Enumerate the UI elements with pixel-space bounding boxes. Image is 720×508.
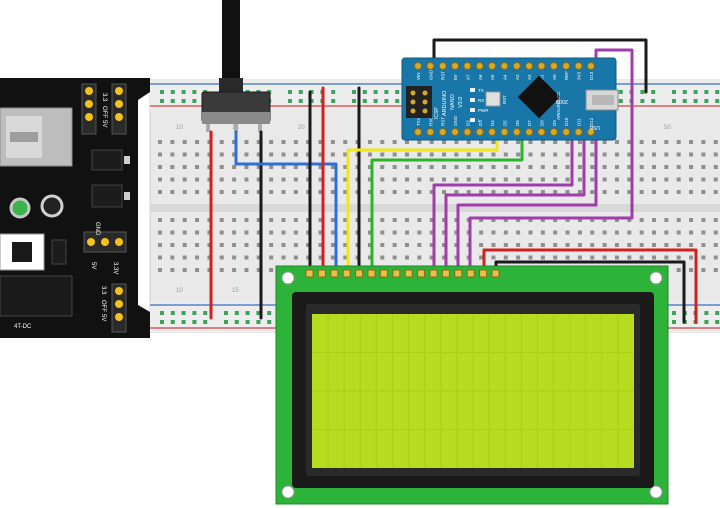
plug-label: 4T-DC — [14, 324, 32, 330]
nano-top-pin-label: 5V — [453, 74, 458, 80]
5v-label: 5V — [101, 120, 107, 127]
volt-top-label: 3.3 — [101, 93, 107, 102]
cc-mark: ARDUINO.CC — [556, 91, 561, 120]
nano-bottom-pin-label: D3 — [478, 120, 483, 126]
nano-top-pin-label: VIN — [416, 72, 421, 80]
nano-bottom-pin-label: D10 — [564, 117, 569, 126]
sel-5v-label: 5V — [90, 262, 96, 269]
nano-brand: ARDUINO — [442, 90, 448, 116]
nano-bottom-pin-label: RX0 — [428, 117, 433, 126]
led-tx-label: TX — [478, 88, 484, 93]
gnd-label: GND — [94, 222, 100, 236]
icsp-label: ICSP — [434, 107, 440, 119]
nano-bottom-pins: TX1 RX0 RST GND D2 D3 D4 D5 D6 D7 D8 D9 D10 D11 D12 — [414, 115, 595, 136]
nano-bottom-pin-label: D7 — [527, 120, 532, 126]
wire-black-gnd — [432, 38, 648, 94]
power-led — [9, 197, 31, 219]
wire-purple-d7 — [468, 48, 634, 278]
column-number: 15 — [232, 288, 239, 294]
wire-blue-contrast — [234, 130, 338, 278]
nano-top-pin-label: A5 — [490, 74, 495, 80]
column-number: 50 — [664, 125, 671, 131]
wire-purple-d5 — [444, 132, 586, 278]
lcd-char-grid — [312, 314, 634, 468]
nano-top-pin-label: 3V3 — [577, 71, 582, 80]
lcd-module — [275, 265, 669, 505]
nano-top-pin-label: D13 — [589, 71, 594, 80]
off-label: OFF — [101, 106, 107, 118]
nano-top-pin-label: A3 — [515, 74, 520, 80]
nano-top-pin-label: A1 — [540, 74, 545, 80]
nano-top-pins: VIN GND RST 5V A7 A6 A5 A4 A3 A2 A1 A0 REF 3V3 D13 — [414, 62, 595, 80]
sel-3v3-label: 3.3V — [112, 262, 118, 274]
nano-model: NANO — [450, 93, 456, 110]
wire-yellow-rs — [346, 132, 499, 278]
nano-bottom-pin-label: D6 — [515, 120, 520, 126]
potentiometer[interactable] — [201, 0, 271, 132]
nano-version: V3.0 — [458, 97, 464, 108]
nano-top-pin-label: A4 — [502, 74, 507, 80]
nano-top-pin-label: A7 — [465, 74, 470, 80]
wire-purple-d4 — [432, 132, 574, 278]
column-number: 10 — [176, 288, 183, 294]
nano-bottom-pin-label: D4 — [490, 120, 495, 126]
capacitor — [40, 194, 64, 218]
reset-label: RST — [502, 95, 507, 104]
nano-top-pin-label: A6 — [478, 74, 483, 80]
board-year: 2009 — [556, 98, 568, 104]
wire-purple-d6 — [456, 132, 598, 278]
volt-bottom-label: 3.3 — [100, 286, 106, 295]
5v-label-2: 5V — [100, 314, 106, 321]
wire-red-backlight — [482, 248, 698, 324]
nano-bottom-pin-label: D8 — [540, 120, 545, 126]
nano-bottom-pin-label: D2 — [465, 120, 470, 126]
column-number: 20 — [298, 125, 305, 131]
nano-top-pin-label: GND — [428, 69, 433, 80]
off-label-2: OFF — [100, 300, 106, 312]
dc-jack — [0, 275, 73, 317]
usb-label: USB — [589, 124, 600, 130]
nano-top-pin-label: RST — [441, 71, 446, 80]
led-rx-label: RX — [478, 98, 484, 103]
nano-bottom-pin-label: D5 — [502, 120, 507, 126]
led-l-label: L — [478, 118, 481, 123]
nano-bottom-pin-label: D9 — [552, 120, 557, 126]
power-supply-module: 3.3 OFF 5V GND 5V 3.3V 3.3 OFF 5V 4T-DC — [0, 78, 150, 338]
nano-top-pin-label: A2 — [527, 74, 532, 80]
lcd-header-pins — [305, 269, 500, 278]
nano-bottom-pin-label: D12 — [589, 117, 594, 126]
nano-top-pin-label: REF — [564, 71, 569, 80]
nano-bottom-pin-label: TX1 — [416, 117, 421, 126]
reset-button[interactable] — [485, 91, 501, 107]
column-number: 10 — [176, 125, 183, 131]
wire-green-enable — [370, 132, 524, 278]
arduino-nano: VIN GND RST 5V A7 A6 A5 A4 A3 A2 A1 A0 REF 3V3 D13 TX1… — [401, 57, 619, 141]
nano-bottom-pin-label: D11 — [577, 118, 582, 126]
nano-top-pin-label: A0 — [552, 74, 557, 80]
nano-bottom-pin-label: GND — [453, 115, 458, 126]
nano-bottom-pin-label: RST — [441, 117, 446, 126]
led-pwr-label: PWR — [478, 108, 489, 113]
icsp-header — [406, 86, 432, 118]
